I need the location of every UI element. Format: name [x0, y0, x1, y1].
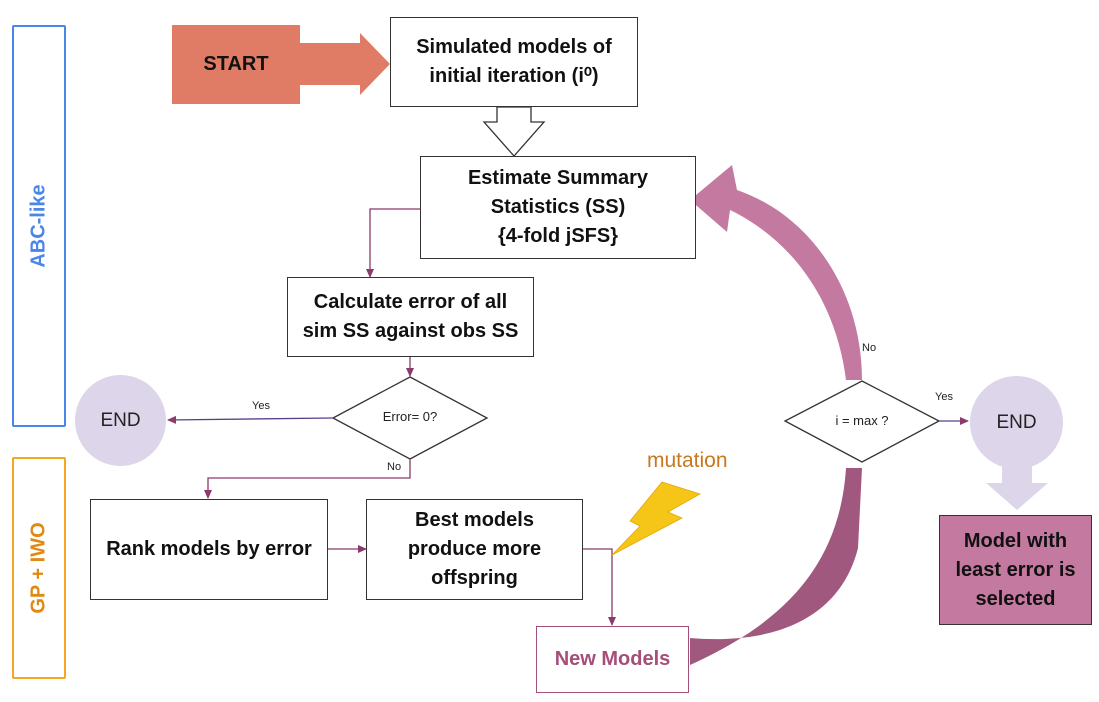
- end-node-left: END: [75, 375, 166, 466]
- hollow-down-arrow: [482, 106, 546, 157]
- selected-model-box: Model with least error is selected: [939, 515, 1092, 625]
- end-left-label: END: [100, 409, 141, 431]
- estimate-ss-box: Estimate Summary Statistics (SS) {4-fold…: [420, 156, 696, 259]
- simulated-models-box: Simulated models of initial iteration (i…: [390, 17, 638, 107]
- start-node: START: [172, 25, 300, 104]
- curved-arrow-loop-back: [690, 165, 862, 380]
- max-decision-diamond: [783, 380, 941, 463]
- best-models-box: Best models produce more offspring: [366, 499, 583, 600]
- end-right-label: END: [996, 411, 1037, 433]
- no-label-down: No: [387, 461, 402, 473]
- end-node-right: END: [970, 376, 1063, 469]
- connector-no-rank: [204, 459, 411, 499]
- start-label: START: [203, 53, 269, 75]
- end-to-result-arrow: [986, 461, 1048, 510]
- new-models-box: New Models: [536, 626, 689, 693]
- lightning-bolt-icon: [611, 481, 702, 556]
- error-decision-label: Error= 0?: [382, 409, 438, 424]
- max-decision-label: i = max ?: [835, 413, 889, 428]
- calculate-error-box: Calculate error of all sim SS against ob…: [287, 277, 534, 357]
- connector-yes-end: [167, 415, 334, 424]
- rank-models-box: Rank models by error: [90, 499, 328, 600]
- no-label-loop: No: [862, 342, 877, 354]
- start-arrow-shape: [172, 25, 390, 104]
- yes-label-right: Yes: [935, 391, 953, 403]
- yes-label-left: Yes: [252, 400, 270, 412]
- abc-phase-band: ABC-like: [12, 25, 66, 427]
- gp-phase-band: GP + IWO: [12, 457, 66, 679]
- connector-estimate-calculate: [366, 208, 420, 278]
- connector-best-new: [583, 548, 616, 626]
- curved-arrow-new-to-max: [690, 468, 862, 665]
- mutation-label: mutation: [647, 449, 728, 472]
